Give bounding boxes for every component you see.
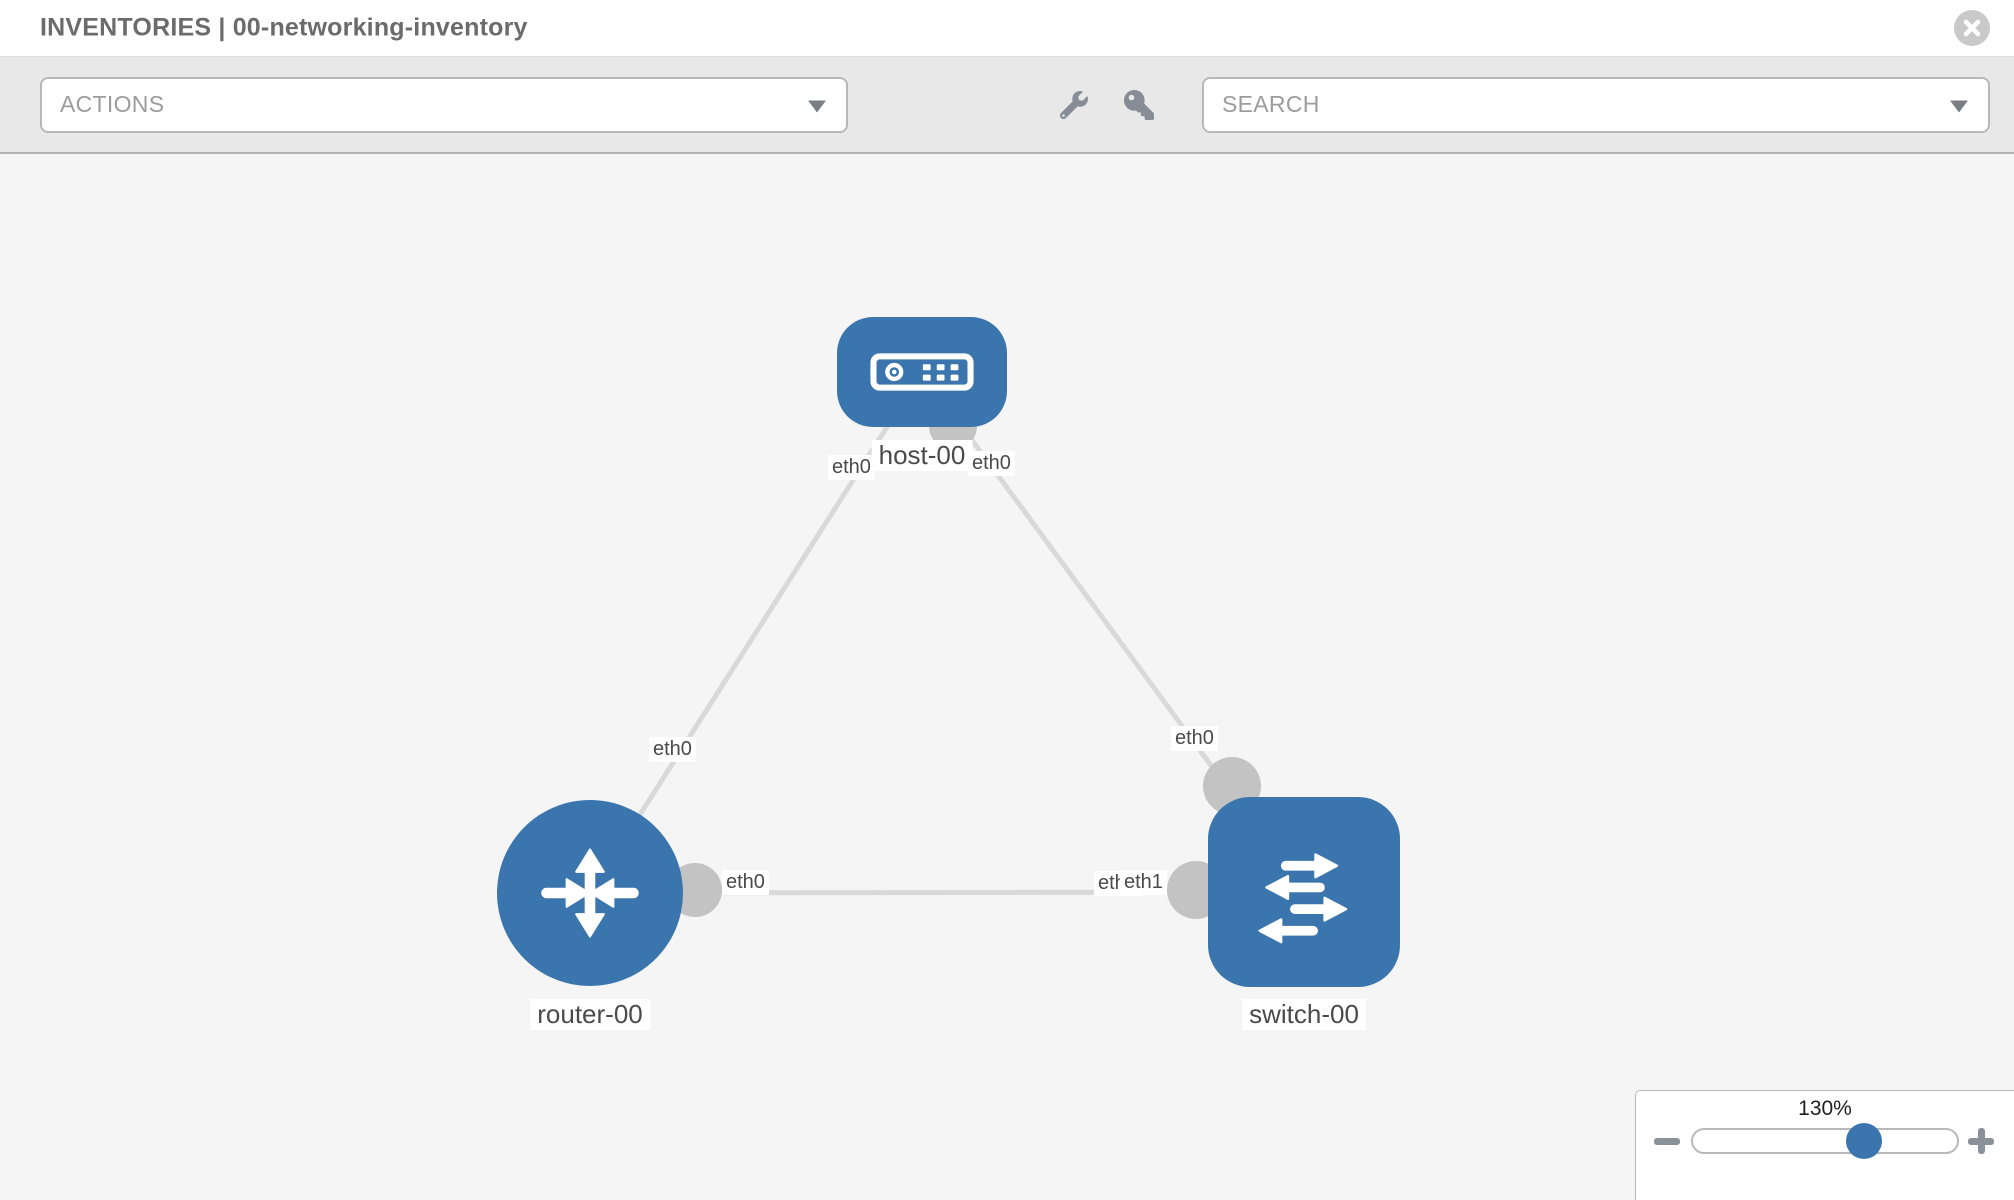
configure-tools-button[interactable] [1060,90,1088,119]
credentials-button[interactable] [1124,89,1154,120]
page-title: INVENTORIES | 00-networking-inventory [40,13,528,42]
links-layer [587,370,1307,919]
search-dropdown-label: SEARCH [1222,91,1320,117]
node-host-00[interactable] [837,317,1007,427]
topology-canvas[interactable]: host-00 router-00 switch-00 eth0 eth0 et… [0,154,2014,1200]
node-label-switch: switch-00 [1242,999,1366,1030]
key-icon [1124,89,1154,120]
toolbar: ACTIONS SEARCH [0,57,2014,154]
switch-icon [1258,853,1348,944]
node-router-00[interactable] [497,800,683,986]
wrench-icon [1060,90,1088,119]
zoom-in-button[interactable] [1968,1128,1994,1154]
interface-label-switch-eth1: eth1 [1120,870,1167,895]
server-icon [870,353,974,391]
zoom-slider-handle[interactable] [1846,1123,1882,1159]
search-dropdown[interactable]: SEARCH [1202,76,1990,133]
actions-dropdown[interactable]: ACTIONS [40,76,848,133]
interface-label-host-eth0: eth0 [828,455,875,480]
close-button[interactable] [1954,10,1990,46]
close-x-icon [1954,18,1990,38]
interface-label-switch-eth0: eth0 [1171,726,1218,751]
node-label-host: host-00 [871,440,973,471]
zoom-control-panel: 130% [1635,1090,2014,1200]
interface-label-router-eth0-uplink: eth0 [649,737,696,762]
interface-label-host-eth0-right: eth0 [968,451,1015,476]
node-label-router: router-00 [530,999,650,1030]
zoom-out-button[interactable] [1652,1128,1682,1154]
router-icon [541,848,639,938]
chevron-down-icon [1950,99,1968,112]
zoom-slider-track[interactable] [1691,1123,1959,1159]
header: INVENTORIES | 00-networking-inventory [0,0,2014,57]
node-switch-00[interactable] [1208,797,1400,987]
interface-label-router-eth0: eth0 [722,870,769,895]
zoom-level-value: 130% [1798,1097,1852,1120]
chevron-down-icon [808,99,826,112]
actions-dropdown-label: ACTIONS [60,91,165,117]
